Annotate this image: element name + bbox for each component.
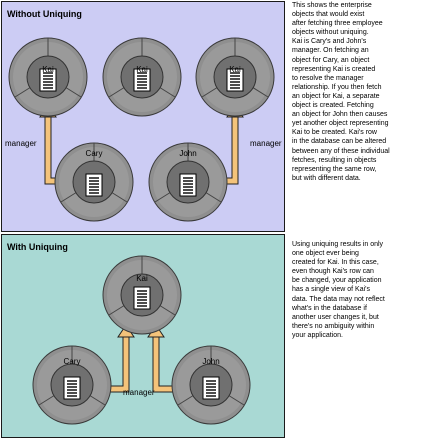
desc-line: Kai is Cary's and John's [292, 38, 367, 46]
object-cary-label: Cary [86, 149, 103, 158]
desc-line: your application. [292, 331, 343, 339]
desc-line: objects that would exist [292, 11, 365, 19]
with-uniquing-panel: Kai Cary John With Uniquing manager [1, 234, 285, 438]
desc-line: yet another object representing [292, 120, 389, 128]
object-kai-3-label: Kai [229, 65, 241, 74]
desc-line: to resolve the manager [292, 74, 364, 82]
object-kai-3 [196, 38, 274, 116]
object-kai-label: Kai [136, 274, 148, 283]
without-uniquing-diagram: Kai Kai Kai Cary John [2, 2, 286, 233]
object-kai-1-label: Kai [42, 65, 54, 74]
object-cary-label: Cary [64, 357, 81, 366]
desc-line: representing Kai is created [292, 65, 376, 73]
desc-line: data. The data may not reflect [292, 295, 385, 303]
manager-label-right: manager [250, 139, 282, 148]
desc-line: created for Kai. In this case, [292, 259, 379, 267]
with-uniquing-diagram: Kai Cary John [2, 235, 286, 439]
desc-line: objects without uniquing. [292, 29, 369, 37]
desc-line: an object for Kai, a separate [292, 92, 380, 100]
desc-line: between any of these individual [292, 147, 390, 155]
object-john-label: John [202, 357, 219, 366]
desc-line: what's in the database if [292, 304, 367, 312]
desc-line: be changed, your application [292, 277, 382, 285]
desc-line: object is created. Fetching [292, 102, 374, 110]
with-uniquing-description: Using uniquing results in only one objec… [292, 240, 424, 340]
object-kai-2 [103, 38, 181, 116]
without-uniquing-panel: Kai Kai Kai Cary John Without Uniquing m… [1, 1, 285, 232]
desc-line: object for Cary, an object [292, 56, 370, 64]
desc-line: Kai to be created. Kai's row [292, 129, 377, 137]
without-uniquing-title: Without Uniquing [7, 9, 82, 19]
object-kai-2-label: Kai [136, 65, 148, 74]
desc-line: in the database can be altered [292, 138, 387, 146]
desc-line: representing the same row, [292, 165, 377, 173]
desc-line: manager. On fetching an [292, 47, 369, 55]
desc-line: but with different data. [292, 174, 361, 182]
desc-line: an object for John then causes [292, 111, 388, 119]
desc-line: one object ever being [292, 250, 359, 258]
object-john-label: John [179, 149, 196, 158]
object-kai-1 [9, 38, 87, 116]
desc-line: This shows the enterprise [292, 2, 372, 9]
desc-line: another user changes it, but [292, 313, 379, 321]
object-kai [103, 256, 181, 334]
manager-label-left: manager [5, 139, 37, 148]
without-uniquing-description: This shows the enterprise objects that w… [292, 1, 424, 183]
desc-line: there's no ambiguity within [292, 322, 375, 330]
desc-line: has a single view of Kai's [292, 286, 370, 294]
desc-line: after fetching three employee [292, 20, 383, 28]
desc-line: Using uniquing results in only [292, 241, 384, 248]
with-uniquing-title: With Uniquing [7, 242, 68, 252]
manager-label: manager [123, 388, 155, 397]
desc-line: relationship. If you then fetch [292, 83, 382, 91]
desc-line: even though Kai's row can [292, 268, 374, 276]
desc-line: fetches, resulting in objects [292, 156, 377, 164]
